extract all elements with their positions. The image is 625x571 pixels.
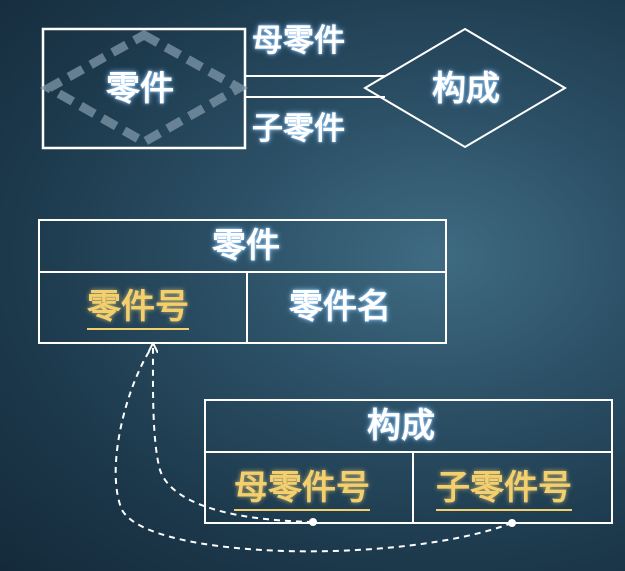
child-role-label: 子零件 [252, 111, 345, 147]
fk-dot-parent [309, 518, 317, 526]
fk-dot-child [508, 519, 516, 527]
compose-table-parent-key-column: 母零件号 [234, 471, 370, 511]
fk-arrow-child [114, 349, 513, 553]
part-table-frame [38, 219, 447, 344]
part-table-title: 零件 [212, 226, 280, 266]
fk-arrow-parent [153, 348, 314, 523]
compose-table-child-key-column: 子零件号 [436, 471, 572, 511]
part-table-key-column: 零件号 [87, 290, 189, 330]
entity-label: 零件 [106, 69, 174, 109]
relationship-diamond [363, 27, 567, 149]
compose-table-title: 构成 [367, 406, 435, 446]
compose-table-frame [204, 399, 613, 524]
part-table-name-column: 零件名 [289, 287, 391, 327]
parent-role-label: 母零件 [252, 23, 345, 59]
entity-inner-diamond [39, 29, 249, 148]
relationship-label: 构成 [432, 69, 500, 109]
